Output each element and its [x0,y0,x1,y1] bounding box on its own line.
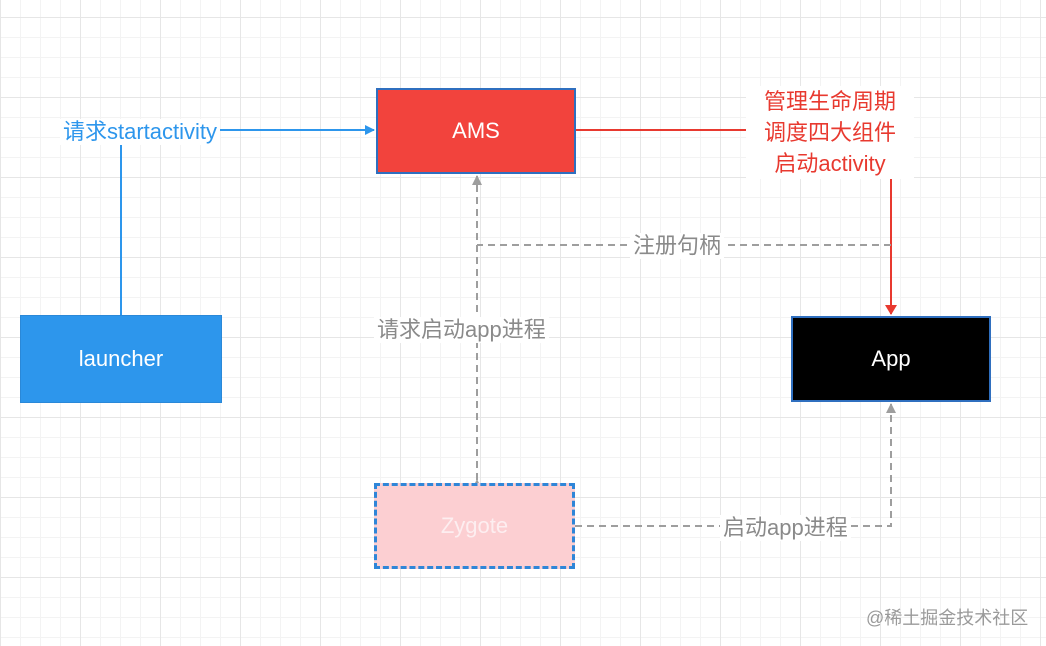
ams-node[interactable]: AMS [376,88,576,174]
edge-label-request-process: 请求启动app进程 [374,317,549,343]
ams-role-lifecycle: 管理生命周期 [746,86,914,117]
ams-role-components: 调度四大组件 [746,117,914,148]
edge-launcher-to-ams [120,125,375,315]
app-label: App [871,346,911,371]
edge-label-start-process: 启动app进程 [720,515,851,541]
edge-label-ams-roles: 管理生命周期 调度四大组件 启动activity [746,86,914,179]
edge-label-start-activity: 请求startactivity [60,119,221,145]
watermark: @稀土掘金技术社区 [866,608,1029,628]
zygote-label: Zygote [440,513,509,538]
edge-zygote-to-app [575,403,896,527]
app-node[interactable]: App [791,316,991,402]
ams-label: AMS [452,118,500,143]
launcher-label: launcher [78,346,164,371]
ams-role-start-activity: 启动activity [746,148,914,179]
edge-label-register-handle: 注册句柄 [630,233,725,259]
zygote-node[interactable]: Zygote [374,483,575,569]
launcher-node[interactable]: launcher [20,315,222,403]
